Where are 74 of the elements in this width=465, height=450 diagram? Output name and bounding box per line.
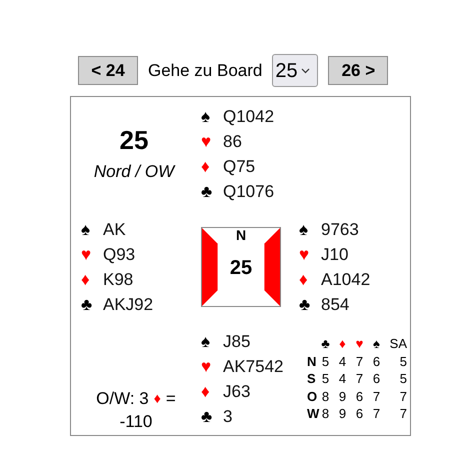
trick-count: 7 bbox=[354, 370, 364, 388]
suit-symbol: ♠ bbox=[372, 335, 381, 353]
suit-symbol: ♠ bbox=[201, 108, 212, 125]
trick-count: 4 bbox=[338, 352, 348, 370]
suit-symbol: ♥ bbox=[201, 133, 212, 150]
suit-symbol: ♥ bbox=[299, 246, 310, 263]
result-text: = bbox=[166, 388, 176, 410]
suit-symbol: ♦ bbox=[154, 389, 161, 408]
row-header: O bbox=[307, 388, 317, 406]
previous-board-button: < 24 bbox=[78, 56, 138, 85]
suit-symbol: ♦ bbox=[201, 158, 211, 175]
suit-symbol: ♣ bbox=[299, 296, 312, 313]
trick-count: 7 bbox=[354, 352, 364, 370]
suit-symbol: ♠ bbox=[81, 221, 92, 238]
trick-count: 5 bbox=[398, 352, 407, 370]
suit-symbol: ♣ bbox=[81, 296, 94, 313]
suit-symbol: ♦ bbox=[299, 271, 309, 288]
trick-count: 6 bbox=[354, 388, 364, 406]
trick-count: 6 bbox=[354, 405, 364, 423]
suit-symbol: ♣ bbox=[201, 183, 214, 200]
card-holding: J10 bbox=[321, 246, 348, 263]
board-frame bbox=[70, 96, 411, 436]
board-select: 25 bbox=[272, 54, 318, 87]
trick-count: 5 bbox=[320, 370, 330, 388]
card-holding: Q93 bbox=[103, 246, 136, 263]
trick-count: 7 bbox=[372, 405, 382, 423]
contract-text: O/W: 3 bbox=[96, 388, 149, 410]
trick-count: 6 bbox=[372, 370, 382, 388]
card-holding: 9763 bbox=[321, 221, 359, 238]
card-holding: J85 bbox=[223, 333, 250, 350]
trick-count: 9 bbox=[338, 388, 348, 406]
card-holding: AK bbox=[103, 221, 126, 238]
card-holding: J63 bbox=[223, 383, 250, 400]
dealer-vulnerability: Nord / OW bbox=[92, 163, 176, 180]
suit-symbol: ♣ bbox=[201, 408, 214, 425]
trick-count: 8 bbox=[320, 388, 330, 406]
trick-count: 6 bbox=[372, 352, 382, 370]
suit-symbol: ♠ bbox=[299, 221, 310, 238]
card-holding: 3 bbox=[223, 408, 232, 425]
suit-symbol: ♥ bbox=[81, 246, 92, 263]
trick-count: 7 bbox=[398, 388, 407, 406]
row-header: N bbox=[307, 352, 317, 370]
trick-count: 9 bbox=[338, 405, 348, 423]
trick-count: 5 bbox=[320, 352, 330, 370]
card-holding: Q75 bbox=[223, 158, 256, 175]
suit-symbol: ♦ bbox=[338, 335, 347, 353]
column-header: SA bbox=[388, 335, 407, 353]
row-header: W bbox=[307, 405, 317, 423]
card-holding: K98 bbox=[103, 271, 134, 288]
suit-symbol: ♣ bbox=[320, 335, 331, 353]
row-header: S bbox=[307, 370, 317, 388]
board-number: 25 bbox=[230, 258, 252, 278]
board-prompt: Gehe zu Board bbox=[148, 60, 262, 82]
suit-symbol: ♦ bbox=[201, 383, 211, 400]
trick-count: 4 bbox=[338, 370, 348, 388]
card-holding: Q1076 bbox=[223, 183, 274, 200]
card-holding: 86 bbox=[223, 133, 242, 150]
card-holding: A1042 bbox=[321, 271, 370, 288]
card-holding: 854 bbox=[321, 296, 350, 313]
dealer-label: N bbox=[236, 228, 246, 242]
card-holding: AKJ92 bbox=[103, 296, 154, 313]
score-text: -110 bbox=[120, 411, 152, 433]
card-holding: Q1042 bbox=[223, 108, 274, 125]
trick-count: 7 bbox=[372, 388, 382, 406]
board-number: 25 bbox=[118, 127, 150, 153]
suit-symbol: ♠ bbox=[201, 333, 212, 350]
next-board-button: 26 > bbox=[328, 56, 388, 85]
trick-count: 7 bbox=[398, 405, 407, 423]
card-holding: AK7542 bbox=[223, 358, 284, 375]
trick-count: 5 bbox=[398, 370, 407, 388]
suit-symbol: ♥ bbox=[354, 335, 364, 353]
suit-symbol: ♥ bbox=[201, 358, 212, 375]
trick-count: 8 bbox=[320, 405, 330, 423]
suit-symbol: ♦ bbox=[81, 271, 91, 288]
